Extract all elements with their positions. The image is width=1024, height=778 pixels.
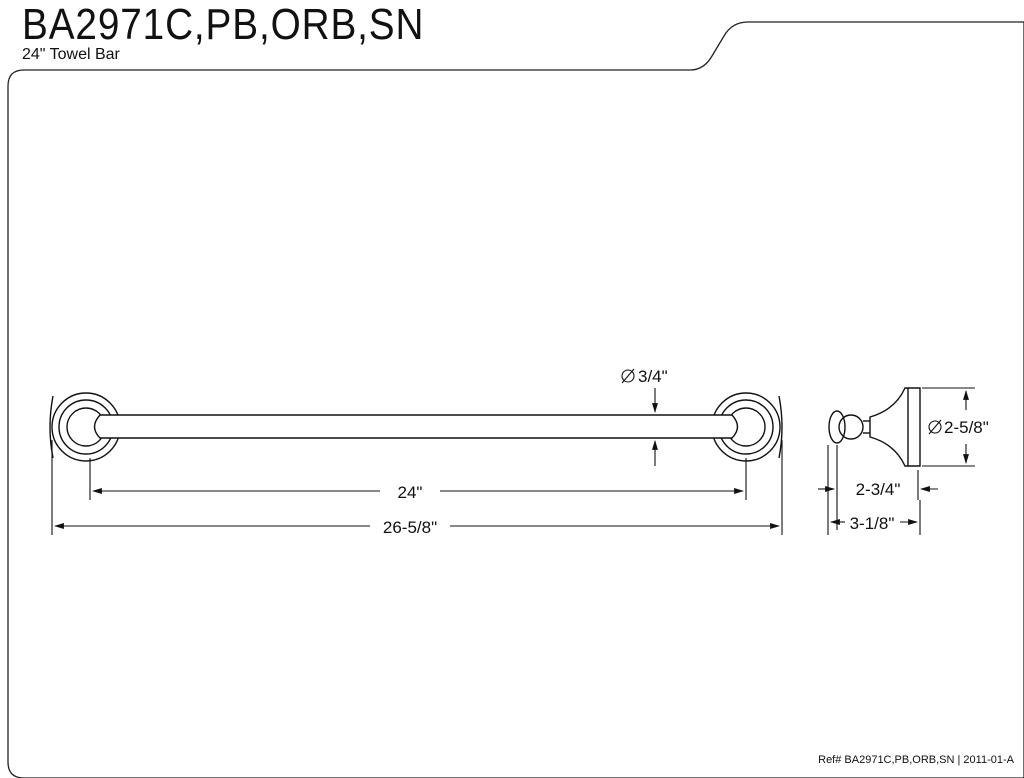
projection-bar-dimension [818, 445, 938, 530]
projection-overall-label: 3-1/8" [850, 514, 895, 533]
model-title: BA2971C,PB,ORB,SN [22, 0, 425, 49]
bar-length-label: 24" [398, 483, 423, 502]
product-description: 24" Towel Bar [22, 46, 120, 63]
bar-diameter-dimension [621, 368, 668, 466]
front-view [49, 392, 783, 462]
overall-length-label: 26-5/8" [383, 518, 437, 537]
flange-diameter-label: 2-5/8" [944, 418, 989, 437]
flange-diameter-dimension [922, 387, 975, 467]
side-view [828, 387, 921, 467]
reference-footer: Ref# BA2971C,PB,ORB,SN | 2011-01-A [818, 754, 1014, 766]
bar-length-dimension [89, 458, 747, 500]
towel-bar-rod [93, 414, 739, 439]
sheet-outline [7, 21, 1024, 778]
projection-overall-dimension [827, 445, 921, 535]
overall-length-dimension [51, 440, 783, 535]
projection-bar-label: 2-3/4" [856, 480, 901, 499]
diameter-icon [621, 369, 635, 383]
bar-diameter-label: 3/4" [638, 367, 668, 386]
